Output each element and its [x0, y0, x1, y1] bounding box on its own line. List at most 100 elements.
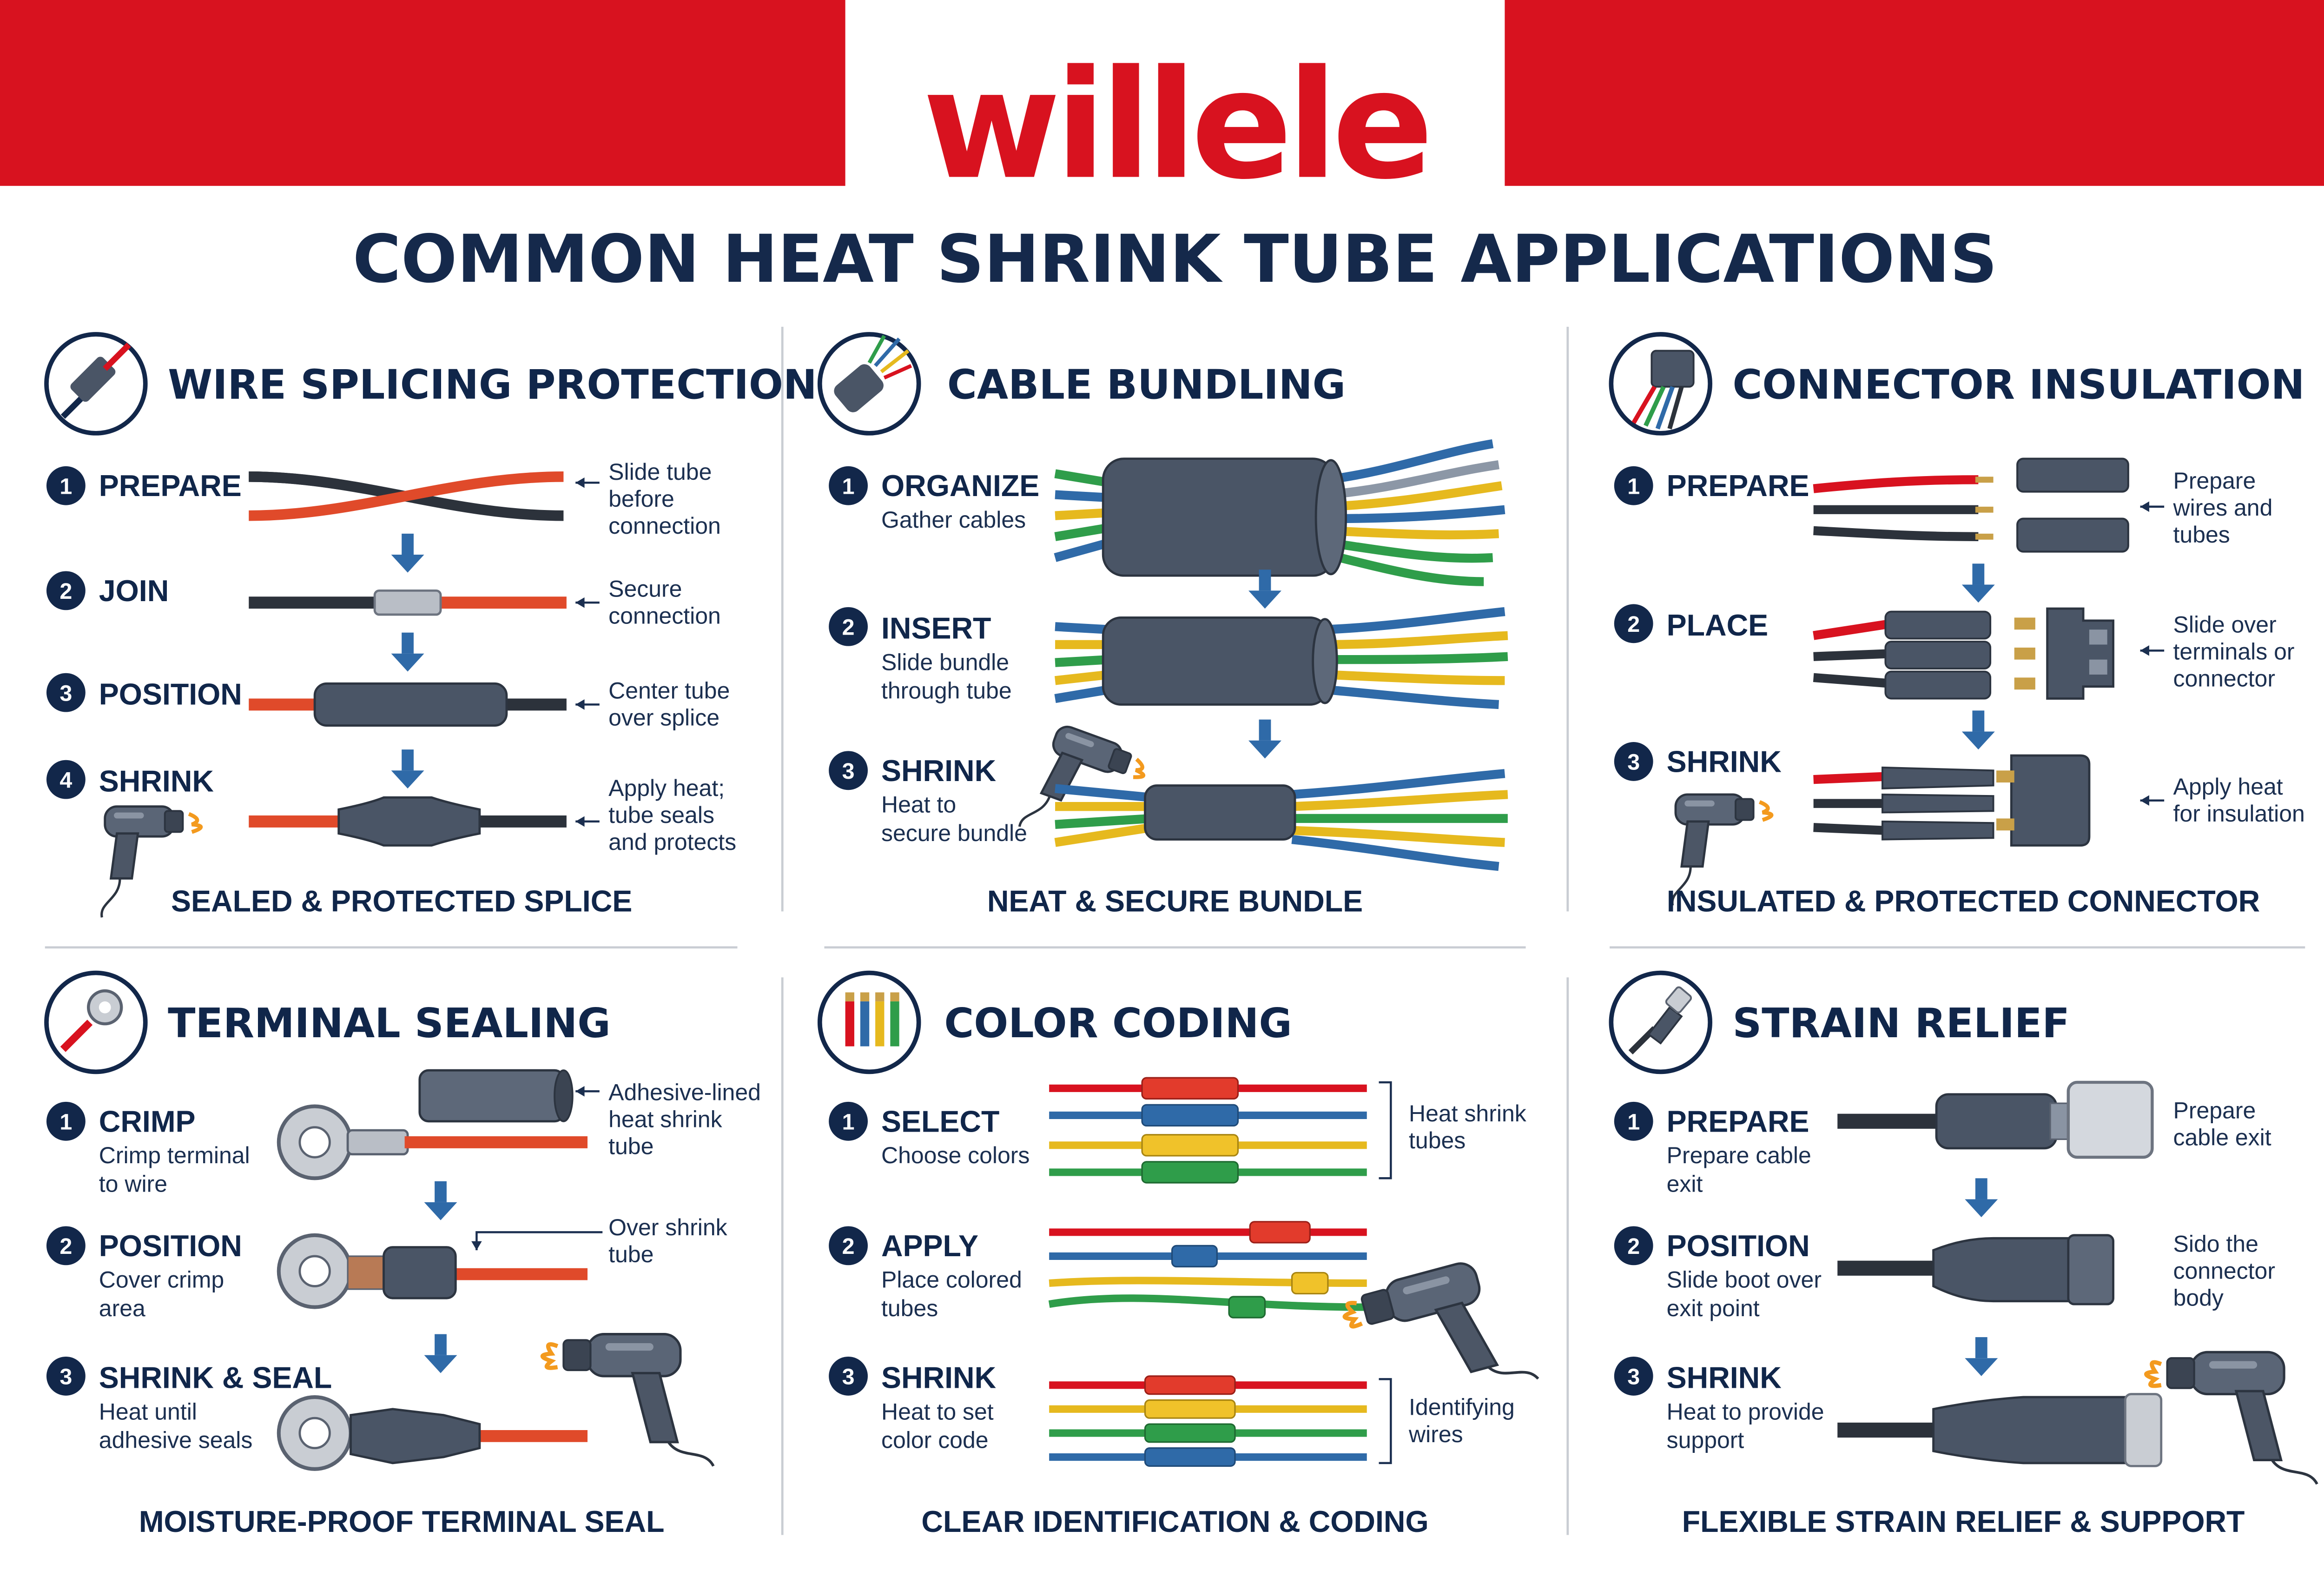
step-label: POSITION — [1667, 1229, 1810, 1263]
shrunk-bundle-illustration — [1054, 769, 1508, 871]
step-description: support — [1667, 1427, 1744, 1453]
svg-text:2: 2 — [59, 579, 72, 604]
step-2: 2 APPLY Place colored tubes — [829, 1221, 1538, 1423]
cable-plug-icon — [1609, 970, 1712, 1074]
svg-text:3: 3 — [59, 1365, 72, 1390]
step-note-line: terminals or — [2173, 639, 2295, 665]
step-note-line: connection — [608, 513, 721, 539]
heat-gun-icon — [542, 1334, 713, 1466]
step-description: to wire — [99, 1171, 167, 1197]
heat-gun-icon — [2146, 1352, 2317, 1484]
step-label: PREPARE — [1667, 1105, 1809, 1138]
step-note-line: Heat shrink — [1409, 1100, 1527, 1126]
step-description: secure bundle — [881, 820, 1027, 846]
panel-wire-splicing: WIRE SPLICING PROTECTION 1 PREPARE Slide… — [44, 332, 817, 918]
step-description: area — [99, 1295, 145, 1321]
step-description: Slide bundle — [881, 649, 1009, 675]
step-note-line: tube — [608, 1241, 654, 1267]
connector-icon — [1609, 332, 1712, 436]
step-note-line: connector — [2173, 1258, 2275, 1284]
step-1: 1 PREPARE Prepare wires and tubes — [1614, 457, 2272, 553]
step-note-line: Apply heat; — [608, 775, 725, 801]
step-note-line: heat shrink — [608, 1107, 722, 1133]
step-label: SHRINK & SEAL — [99, 1361, 332, 1395]
step-description: Cover crimp — [99, 1267, 224, 1293]
step-label: SELECT — [881, 1105, 999, 1138]
step-description: Heat until — [99, 1398, 197, 1425]
step-note-line: Adhesive-lined — [608, 1080, 761, 1106]
step-note-line: connector — [2173, 666, 2275, 692]
step-note-line: Prepare — [2173, 468, 2256, 494]
step-note-line: Identifying — [1409, 1394, 1515, 1420]
step-label: ORGANIZE — [881, 469, 1039, 503]
panel-title: CABLE BUNDLING — [947, 361, 1346, 409]
step-description: tubes — [881, 1295, 938, 1321]
svg-text:3: 3 — [842, 1365, 855, 1390]
header-red-band-left — [0, 0, 845, 186]
svg-text:2: 2 — [59, 1234, 72, 1259]
step-description: color code — [881, 1427, 989, 1453]
step-label: SHRINK — [881, 1361, 996, 1395]
bundle-in-tube-illustration — [1054, 607, 1508, 709]
panel-footer: CLEAR IDENTIFICATION & CODING — [921, 1505, 1428, 1538]
step-2: 2 POSITION Slide boot over exit point Si… — [1614, 1226, 2275, 1321]
step-note-line: tube seals — [608, 802, 714, 828]
step-note-line: for insulation — [2173, 801, 2305, 827]
panel-title: CONNECTOR INSULATION — [1733, 361, 2305, 409]
step-label: PREPARE — [99, 469, 242, 503]
step-1: 1 SELECT Choose colors Heat shrink tubes — [829, 1077, 1527, 1184]
page-title: COMMON HEAT SHRINK TUBE APPLICATIONS — [353, 221, 1998, 298]
step-note-line: Prepare — [2173, 1097, 2256, 1123]
step-note-line: body — [2173, 1285, 2224, 1311]
step-description: exit point — [1667, 1295, 1760, 1321]
step-3: 3 SHRINK & SEAL Heat until adhesive seal… — [46, 1334, 713, 1471]
step-description: exit — [1667, 1171, 1703, 1197]
panel-footer: SEALED & PROTECTED SPLICE — [171, 884, 632, 918]
step-note-line: Slide over — [2173, 612, 2277, 638]
panel-footer: NEAT & SECURE BUNDLE — [987, 884, 1363, 918]
step-description: Heat to provide — [1667, 1398, 1824, 1425]
svg-text:2: 2 — [1627, 1234, 1640, 1259]
step-note-line: Apply heat — [2173, 774, 2283, 800]
step-description: Place colored — [881, 1267, 1022, 1293]
step-2: 2 INSERT Slide bundle through tube — [829, 607, 1508, 709]
step-description: Gather cables — [881, 507, 1026, 533]
svg-text:1: 1 — [842, 474, 855, 499]
step-description: Slide boot over — [1667, 1267, 1822, 1293]
step-1: 1 CRIMP Crimp terminal to wire Adhesive-… — [46, 1069, 761, 1197]
panel-footer: INSULATED & PROTECTED CONNECTOR — [1667, 884, 2260, 918]
svg-text:3: 3 — [842, 759, 855, 784]
step-3: 3 POSITION Center tube over splice — [46, 673, 730, 731]
step-description: Choose colors — [881, 1142, 1030, 1168]
panel-footer: FLEXIBLE STRAIN RELIEF & SUPPORT — [1682, 1505, 2245, 1538]
step-note-line: Over shrink — [608, 1214, 727, 1240]
panel-terminal-sealing: TERMINAL SEALING 1 CRIMP Crimp terminal … — [44, 970, 761, 1538]
step-label: CRIMP — [99, 1105, 196, 1138]
svg-text:1: 1 — [1627, 474, 1640, 499]
step-label: SHRINK — [1667, 1361, 1782, 1395]
svg-text:4: 4 — [59, 768, 72, 793]
panel-title: COLOR CODING — [944, 1000, 1292, 1047]
cable-bundle-icon — [817, 332, 921, 436]
svg-text:1: 1 — [1627, 1110, 1640, 1135]
step-note-line: Sido the — [2173, 1231, 2258, 1257]
panel-title: TERMINAL SEALING — [168, 1000, 611, 1047]
step-note-line: connection — [608, 603, 721, 629]
header-red-band-right — [1505, 0, 2324, 186]
crossed-wires-illustration — [249, 471, 564, 521]
step-description: through tube — [881, 678, 1012, 704]
panel-title: WIRE SPLICING PROTECTION — [168, 361, 817, 409]
panel-strain-relief: STRAIN RELIEF 1 PREPARE Prepare cable ex… — [1609, 970, 2317, 1538]
step-description: Crimp terminal — [99, 1142, 250, 1168]
svg-text:1: 1 — [59, 474, 72, 499]
step-description: Prepare cable — [1667, 1142, 1811, 1168]
step-3: 3 SHRINK Heat to set color code Identify… — [829, 1356, 1515, 1467]
step-label: APPLY — [881, 1229, 978, 1263]
step-2: 2 PLACE Slide over terminals or connecto… — [1614, 604, 2295, 700]
step-note-line: and protects — [608, 829, 736, 855]
svg-text:3: 3 — [59, 681, 72, 706]
step-3: 3 SHRINK Heat to secure bundle — [829, 722, 1508, 871]
step-label: SHRINK — [881, 754, 996, 788]
